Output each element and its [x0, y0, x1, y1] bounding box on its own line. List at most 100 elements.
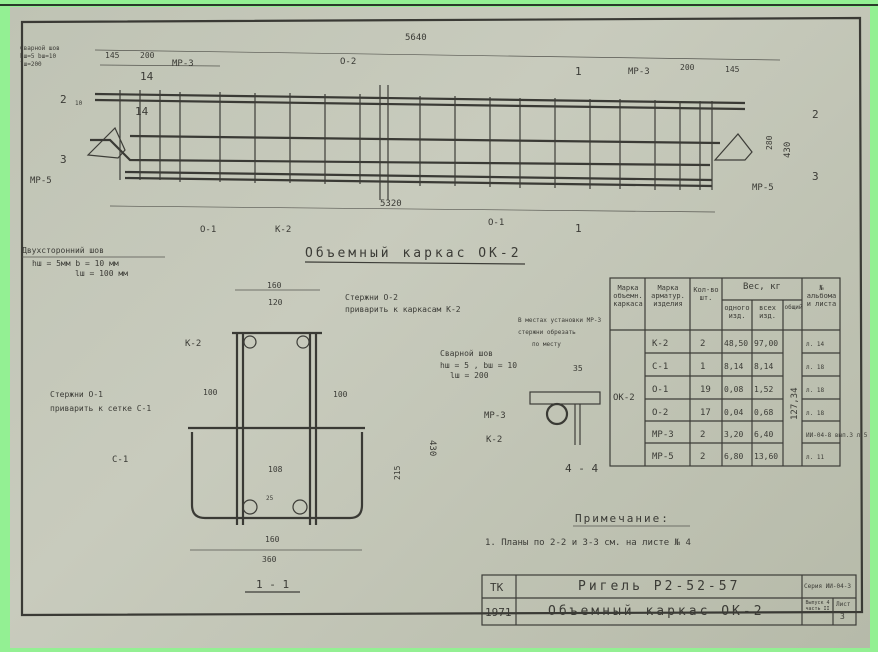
table-cell-qty: 2 [700, 339, 705, 349]
bottom-bar-left [90, 138, 711, 167]
table-cell-mark: К-2 [652, 339, 668, 349]
table-cell-one: 3,20 [724, 430, 743, 439]
section-4-4-title: 4 - 4 [565, 462, 598, 475]
dim-120: 120 [268, 298, 283, 307]
spec-table: Марка объемн. каркаса Марка арматур. изд… [609, 277, 868, 467]
note-4-4-line1: В местах установки МР-3 [518, 317, 601, 324]
dim-35: 35 [573, 364, 583, 373]
elevation-view: 5640 145 200 14 14 МР-3 О-2 МР-3 200 145… [20, 33, 819, 265]
label-o1-right: О-1 [488, 218, 504, 228]
label-mp3-left: МР-3 [172, 59, 194, 69]
table-cell-mark: О-1 [652, 385, 668, 395]
table-cell-mark: С-1 [652, 362, 668, 372]
dim-145-right: 145 [725, 65, 740, 74]
table-cell-mark: МР-3 [652, 430, 674, 440]
mp5-plate-left [86, 126, 126, 159]
section-mark-3-left: 3 [60, 153, 67, 166]
table-cell-mark: МР-5 [652, 452, 674, 462]
sheet-label: Лист [836, 601, 851, 608]
note-title: Примечание: [575, 512, 670, 525]
table-cell-all: 8,14 [754, 362, 773, 371]
dim-160-bottom: 160 [265, 535, 280, 544]
header-weight: Вес, кг [743, 282, 781, 292]
section-mark-3-right: 3 [812, 170, 819, 183]
weld-note-line3: lш = 100 мм [75, 269, 128, 278]
dim-14-top: 14 [140, 70, 154, 83]
dim-inner-length: 5320 [380, 199, 402, 209]
weld-4-4-line2: hш = 5 , bш = 10 [440, 361, 517, 370]
table-cell-sheet: л. 18 [806, 364, 824, 371]
section-1-1-title: 1 - 1 [256, 578, 289, 591]
weld-note-small-1: Сварной шов [20, 45, 60, 52]
dim-360: 360 [262, 555, 277, 564]
mid-bar [129, 134, 721, 145]
label-o2: О-2 [340, 57, 356, 67]
dim-280: 280 [765, 135, 774, 150]
year: 1971 [485, 606, 512, 619]
table-cell-qty: 2 [700, 452, 705, 462]
drawing-subtitle: Объемный каркас ОК-2 [548, 604, 765, 619]
table-cell-one: 0,08 [724, 385, 743, 394]
header-item-mark: Марка арматур. изделия [651, 284, 685, 308]
section-mark-1-top: 1 [575, 65, 582, 78]
table-cell-qty: 1 [700, 362, 705, 372]
sheet-border [20, 16, 864, 617]
label-mp5-right: МР-5 [752, 183, 774, 193]
label-rods-o1-note: приварить к сетке С-1 [50, 404, 151, 413]
issue: Выпуск 4 часть II [805, 600, 830, 612]
table-cell-one: 0,04 [724, 408, 743, 417]
table-cell-all: 13,60 [754, 452, 778, 461]
section-mark-2-left: 2 [60, 93, 67, 106]
label-k2-4-4: К-2 [486, 435, 502, 445]
dim-14-mid: 14 [135, 105, 149, 118]
section-mark-2-right: 2 [812, 108, 819, 121]
table-cell-all: 97,00 [754, 339, 778, 348]
note-4-4-line2: стержни обрезать [518, 329, 576, 336]
dim-25: 25 [266, 495, 274, 502]
table-cell-all: 6,40 [754, 430, 773, 439]
table-cell-sheet: ИИ-04-8 вып.3 л.5 [806, 432, 868, 439]
label-rods-o1: Стержни О-1 [50, 390, 103, 399]
header-frame-mark: Марка объемн. каркаса [613, 284, 643, 308]
elevation-title: Объемный каркас ОК-2 [305, 246, 522, 261]
header-all: всех изд. [759, 304, 776, 320]
note-4-4-line3: по месту [532, 341, 561, 348]
weld-note-line1: Двухсторонний шов [22, 246, 104, 255]
mp5-plate-right [713, 133, 753, 161]
dim-200-left: 200 [140, 51, 155, 60]
frame-top-line [0, 4, 878, 6]
section-1-1: 160 120 100 100 108 25 160 360 430 215 К… [50, 281, 461, 593]
dim-145-left: 145 [105, 51, 120, 60]
dim-100-left: 100 [203, 388, 218, 397]
sheet-number: 3 [840, 612, 845, 621]
label-mp3-right: МР-3 [628, 67, 650, 77]
header-qty: Кол-во шт. [693, 286, 719, 302]
title-block: ТК 1971 Ригель Р2-52-57 Объемный каркас … [481, 574, 857, 626]
weld-note-small-2: hш=5 bш=10 [20, 53, 57, 60]
table-cell-qty: 17 [700, 408, 711, 418]
drawing-name: Ригель Р2-52-57 [578, 579, 740, 594]
table-cell-one: 6,80 [724, 452, 743, 461]
dim-100-right: 100 [333, 390, 348, 399]
label-k2-section: К-2 [185, 339, 201, 349]
header-sheet: № альбома и листа [806, 284, 837, 308]
org-code: ТК [490, 581, 504, 594]
dim-430: 430 [783, 142, 793, 158]
table-cell-sheet: л. 18 [806, 410, 824, 417]
dim-160-top: 160 [267, 281, 282, 290]
dim-215: 215 [393, 465, 402, 480]
label-rods-o2: Стержни О-2 [345, 293, 398, 302]
series: Серия ИИ-04-3 [804, 583, 851, 590]
note: Примечание: 1. Планы по 2-2 и 3-3 см. на… [485, 512, 691, 548]
weld-note-small-3: lш=200 [20, 61, 42, 68]
frame-mark-ok2: ОК-2 [613, 393, 635, 403]
drawing-photo [10, 7, 870, 648]
weld-4-4-line1: Сварной шов [440, 349, 493, 358]
table-cell-sheet: л. 11 [806, 454, 824, 461]
section-mark-1-bottom: 1 [575, 222, 582, 235]
label-c1: С-1 [112, 455, 128, 465]
weld-4-4-line3: lш = 200 [450, 371, 489, 380]
dim-108: 108 [268, 465, 283, 474]
weld-note-line2: hш = 5мм b = 10 мм [32, 259, 119, 268]
